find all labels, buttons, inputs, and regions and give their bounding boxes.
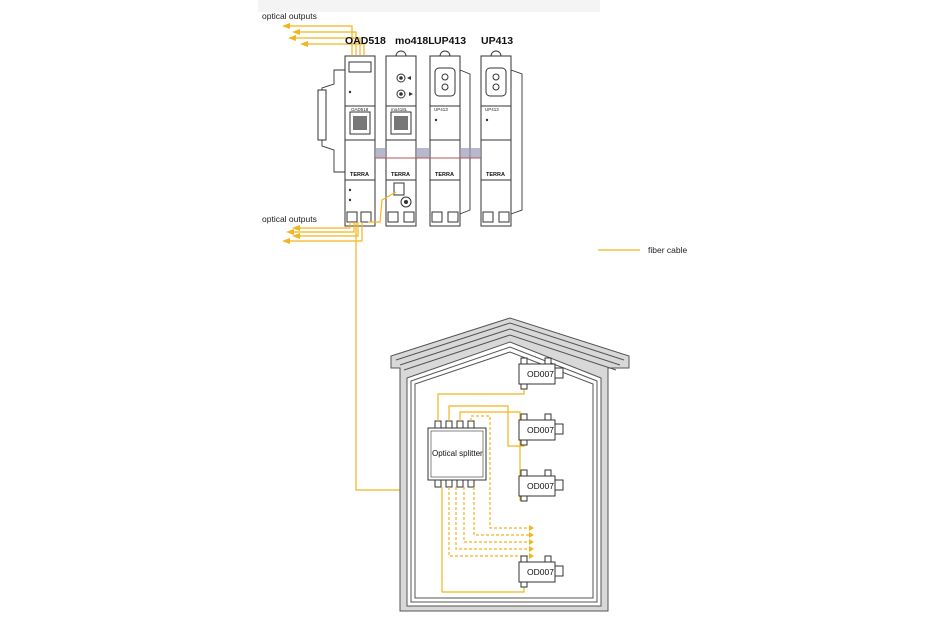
mo418l-panel-label: mo418L xyxy=(391,107,408,112)
optical-outputs-top-label: optical outputs xyxy=(262,11,317,21)
legend: fiber cable xyxy=(598,245,687,255)
module-label-mo418l: mo418L xyxy=(395,35,435,47)
up413-2-panel-label: UP413 xyxy=(485,107,499,112)
optical-splitter-label: Optical splitter xyxy=(432,449,483,458)
legend-fiber-cable-label: fiber cable xyxy=(648,245,687,255)
up413-1-terra-label: TERRA xyxy=(435,172,454,178)
bottom-optical-output-fibers xyxy=(282,191,397,244)
od007-receiver-1: OD007 xyxy=(518,357,564,390)
top-optical-output-fibers xyxy=(282,23,365,55)
od007-receiver-4: OD007 xyxy=(518,555,564,588)
od007-label-4: OD007 xyxy=(527,567,554,577)
module-up413-2: UP413 TERRA xyxy=(480,50,523,227)
module-oad518: OAD518 TERRA xyxy=(317,55,376,227)
module-up413-1: UP413 TERRA xyxy=(429,50,471,227)
rf-interconnects xyxy=(375,148,481,159)
od007-label-2: OD007 xyxy=(527,425,554,435)
module-label-up413-2: UP413 xyxy=(481,35,513,47)
module-label-oad518: OAD518 xyxy=(345,35,386,47)
up413-2-terra-label: TERRA xyxy=(486,172,505,178)
optical-splitter: Optical splitter xyxy=(427,420,487,488)
od007-label-3: OD007 xyxy=(527,481,554,491)
od007-receiver-2: OD007 xyxy=(518,413,564,446)
background-panel xyxy=(258,0,600,12)
up413-1-panel-label: UP413 xyxy=(434,107,448,112)
oad518-panel-label: OAD518 xyxy=(351,107,369,112)
module-mo418l: mo418L TERRA xyxy=(385,50,417,227)
optical-outputs-bottom-label: optical outputs xyxy=(262,214,317,224)
oad518-terra-label: TERRA xyxy=(350,172,369,178)
od007-label-1: OD007 xyxy=(527,369,554,379)
od007-receiver-3: OD007 xyxy=(518,469,564,502)
house xyxy=(390,317,630,612)
module-label-up413-1: UP413 xyxy=(434,35,466,47)
mo418l-terra-label: TERRA xyxy=(391,172,410,178)
